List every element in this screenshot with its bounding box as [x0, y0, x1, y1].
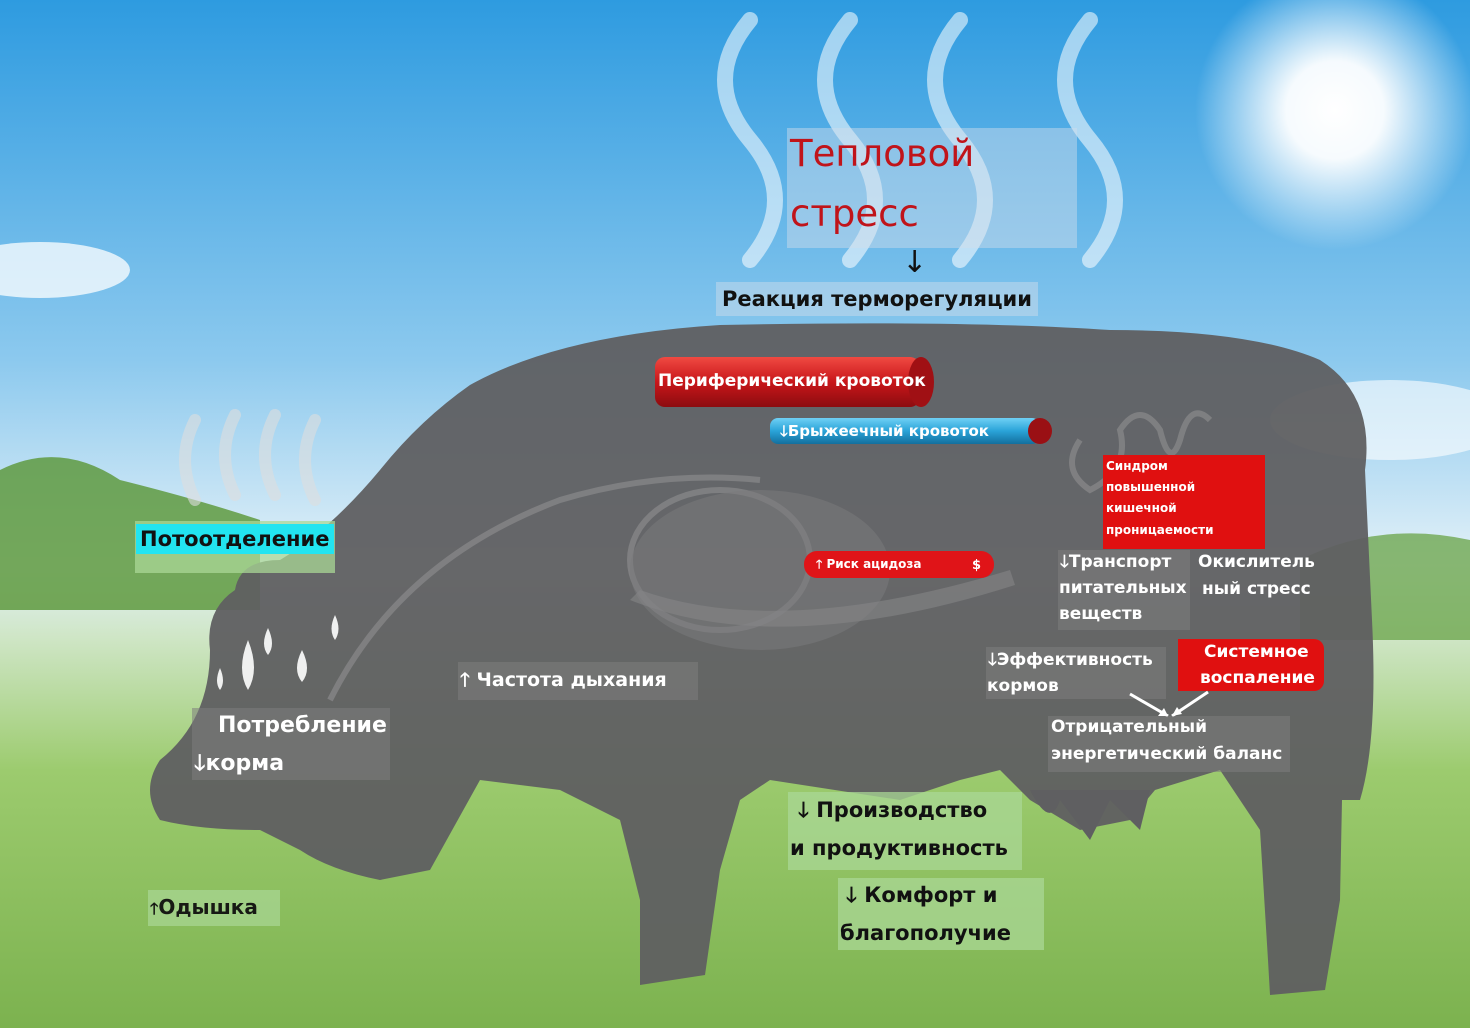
sun: [1195, 0, 1470, 250]
comfort-line1: Комфорт и: [864, 883, 998, 907]
leaky-gut-line4: проницаемости: [1106, 523, 1214, 537]
comfort-row1: 🡓 Комфорт и: [846, 880, 997, 910]
energy-balance-box: [1048, 716, 1290, 772]
nutrient-transport-line1: Транспорт: [1068, 552, 1172, 572]
heat-waves: [717, 12, 1123, 268]
feed-intake-line2: корма: [205, 751, 285, 776]
converging-arrows: [1129, 690, 1209, 718]
oxidative-stress-line2: ный стресс: [1202, 579, 1311, 599]
energy-balance-line2: энергетический баланс: [1051, 744, 1283, 764]
title-line1: Тепловой: [790, 132, 975, 175]
leaky-gut-line2: повышенной: [1106, 480, 1196, 494]
leaky-gut-line1: Синдром: [1106, 459, 1168, 473]
intestine: [630, 570, 1015, 627]
mesenteric-bloodflow-vessel: [770, 418, 1052, 444]
mesenteric-bloodflow-row: 🡓Брыжеечный кровоток: [780, 421, 989, 441]
acidosis-risk-label: Риск ацидоза: [826, 557, 922, 571]
systemic-inflammation-box: [1178, 639, 1324, 691]
arrow-down-icon: 🡓: [846, 883, 857, 907]
title-box: [787, 128, 1077, 248]
comfort-line2: благополучие: [840, 921, 1011, 945]
arrow-down-icon: 🡓: [194, 751, 206, 776]
udder: [1030, 790, 1150, 840]
feed-intake-row: 🡓корма: [194, 748, 284, 780]
production-box: [788, 792, 1022, 870]
dyspnea-row: 🡑Одышка: [148, 890, 280, 926]
leaky-gut-box: [1103, 455, 1265, 549]
nutrient-transport-box: [1058, 550, 1190, 630]
peripheral-bloodflow-label: Периферический кровоток: [658, 371, 926, 391]
production-line1: Производство: [816, 798, 988, 822]
production-line2: и продуктивность: [790, 836, 1008, 860]
vapor-lines: [179, 409, 321, 506]
thermoregulation-label: Реакция терморегуляции: [716, 282, 1038, 316]
nutrient-transport-line2: питательных: [1059, 578, 1187, 598]
title-arrow: ↓: [902, 245, 928, 280]
title-line2: стресс: [790, 192, 919, 235]
cow-silhouette: [150, 323, 1374, 995]
arrow-down-icon: 🡓: [780, 422, 788, 440]
production-row1: 🡓 Производство: [798, 795, 987, 825]
dyspnea-label: Одышка: [158, 895, 258, 919]
arrow-down-icon: 🡓: [1060, 552, 1069, 572]
cloud: [0, 242, 130, 298]
nutrient-transport-line3: веществ: [1059, 604, 1143, 624]
acidosis-row: 🡑 Риск ацидоза: [816, 555, 921, 573]
sweat-drops: [217, 615, 339, 690]
acidosis-pill: [804, 551, 994, 578]
feed-intake-box: [192, 708, 390, 780]
arrow-down-icon: 🡓: [798, 798, 809, 822]
feed-efficiency-line1: Эффективность: [996, 650, 1153, 670]
comfort-box: [838, 878, 1044, 950]
systemic-inflammation-line1: Системное: [1204, 642, 1309, 662]
systemic-inflammation-line2: воспаление: [1200, 668, 1315, 688]
feed-intake-line1: Потребление: [218, 713, 387, 738]
breathing-rate-label: Частота дыхания: [476, 669, 667, 691]
feed-efficiency-box: [986, 647, 1166, 699]
arrow-up-icon: 🡑: [460, 669, 470, 691]
feed-efficiency-line2: кормов: [987, 676, 1059, 696]
oxidative-stress-line1: Окислитель: [1198, 552, 1315, 572]
arrow-up-icon: 🡑: [150, 899, 159, 918]
feed-efficiency-row1: 🡓Эффективность: [988, 647, 1153, 673]
mesenteric-bloodflow-label: Брыжеечный кровоток: [787, 422, 989, 440]
breathing-rate-row: 🡑 Частота дыхания: [458, 662, 698, 700]
sweating-label: Потоотделение: [136, 524, 334, 554]
dollar-icon: $: [972, 558, 982, 573]
arrow-down-icon: 🡓: [988, 650, 997, 670]
nutrient-transport-row1: 🡓Транспорт: [1060, 549, 1171, 575]
arrow-up-icon: 🡑: [816, 557, 823, 571]
leaky-gut-line3: кишечной: [1106, 501, 1177, 515]
peripheral-bloodflow-vessel: [655, 357, 934, 407]
energy-balance-line1: Отрицательный: [1051, 717, 1208, 737]
